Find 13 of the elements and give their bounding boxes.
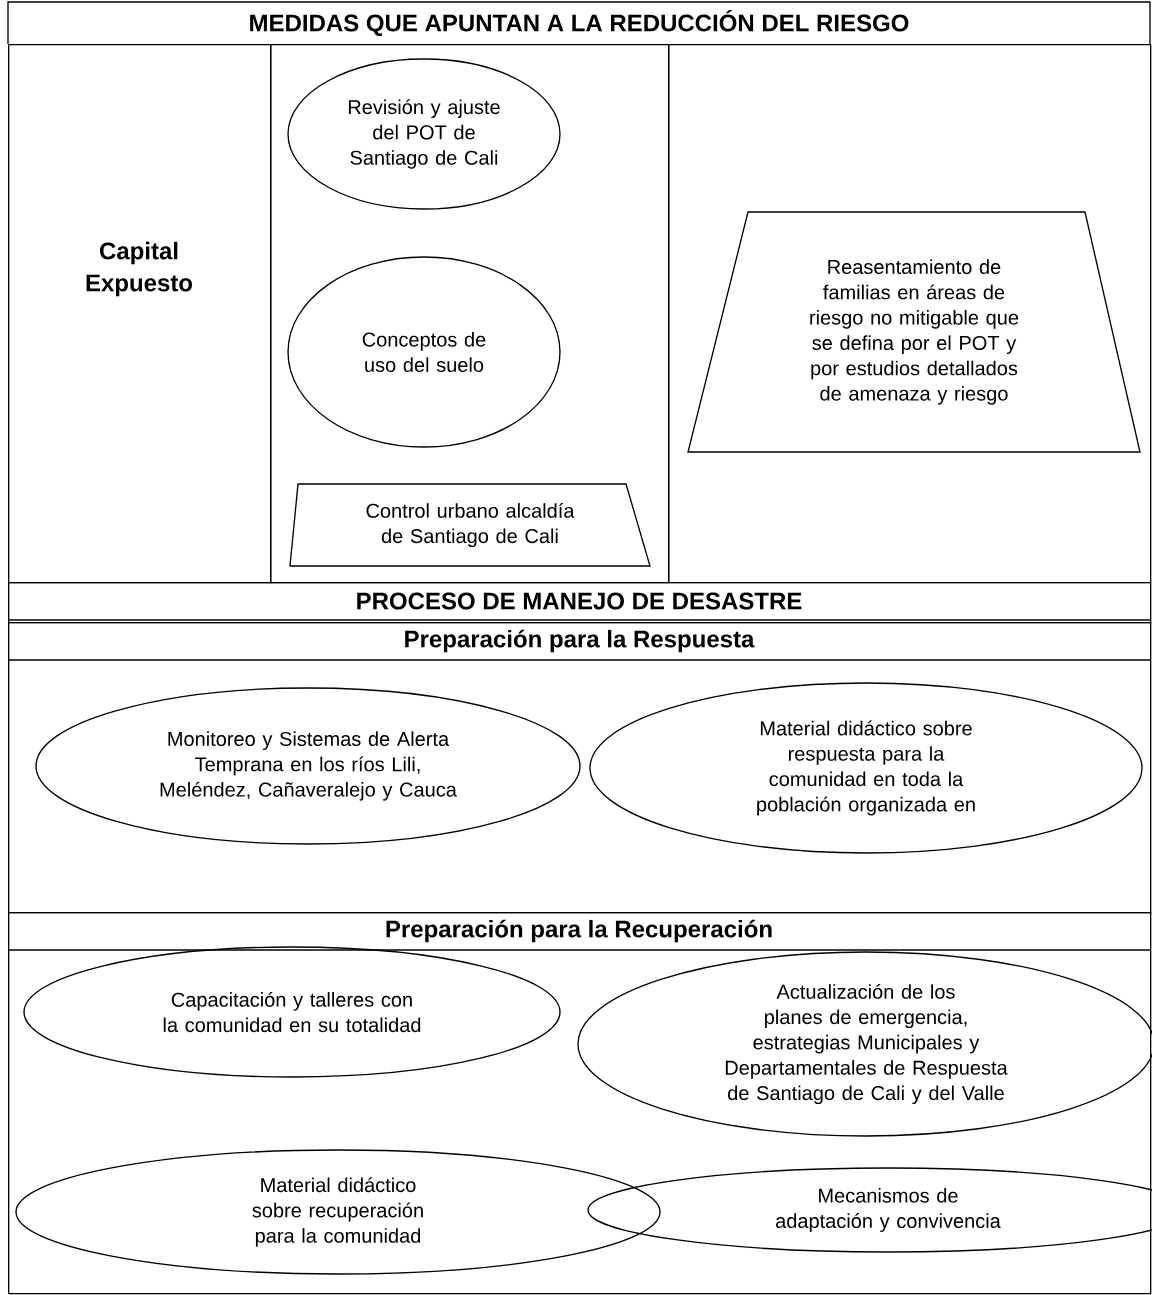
ellipse-node: Material didáctico sobre recuperación para la comunidad: [15, 1149, 661, 1275]
ellipse-node: Conceptos de uso del suelo: [287, 256, 561, 448]
ellipse-node: Material didáctico sobre respuesta para la comunidad en toda la población organizada en: [589, 682, 1143, 854]
section-band: PROCESO DE MANEJO DE DESASTRE: [7, 582, 1152, 624]
title: MEDIDAS QUE APUNTAN A LA REDUCCIÓN DEL RIESGO: [250, 10, 909, 36]
ellipse-node: Revisión y ajuste del POT de Santiago de Cali: [287, 58, 561, 210]
table-cell: [668, 44, 1152, 584]
ellipse-node: Capacitación y talleres con la comunidad en su totalidad: [23, 946, 561, 1078]
trapezoid-node: Reasentamiento de familias en áreas de riesgo no mitigable que se defina por el POT y por estudios detallados de amenaza y riesgo: [687, 211, 1141, 453]
table-cell: [270, 44, 670, 584]
ellipse-node: Monitoreo y Sistemas de Alerta Temprana en los ríos Lili, Meléndez, Cañaveralejo y Cauca: [35, 687, 581, 845]
table-cell: Capital Expuesto: [8, 44, 272, 584]
trapezoid-node: Control urbano alcaldía de Santiago de Cali: [289, 483, 651, 567]
